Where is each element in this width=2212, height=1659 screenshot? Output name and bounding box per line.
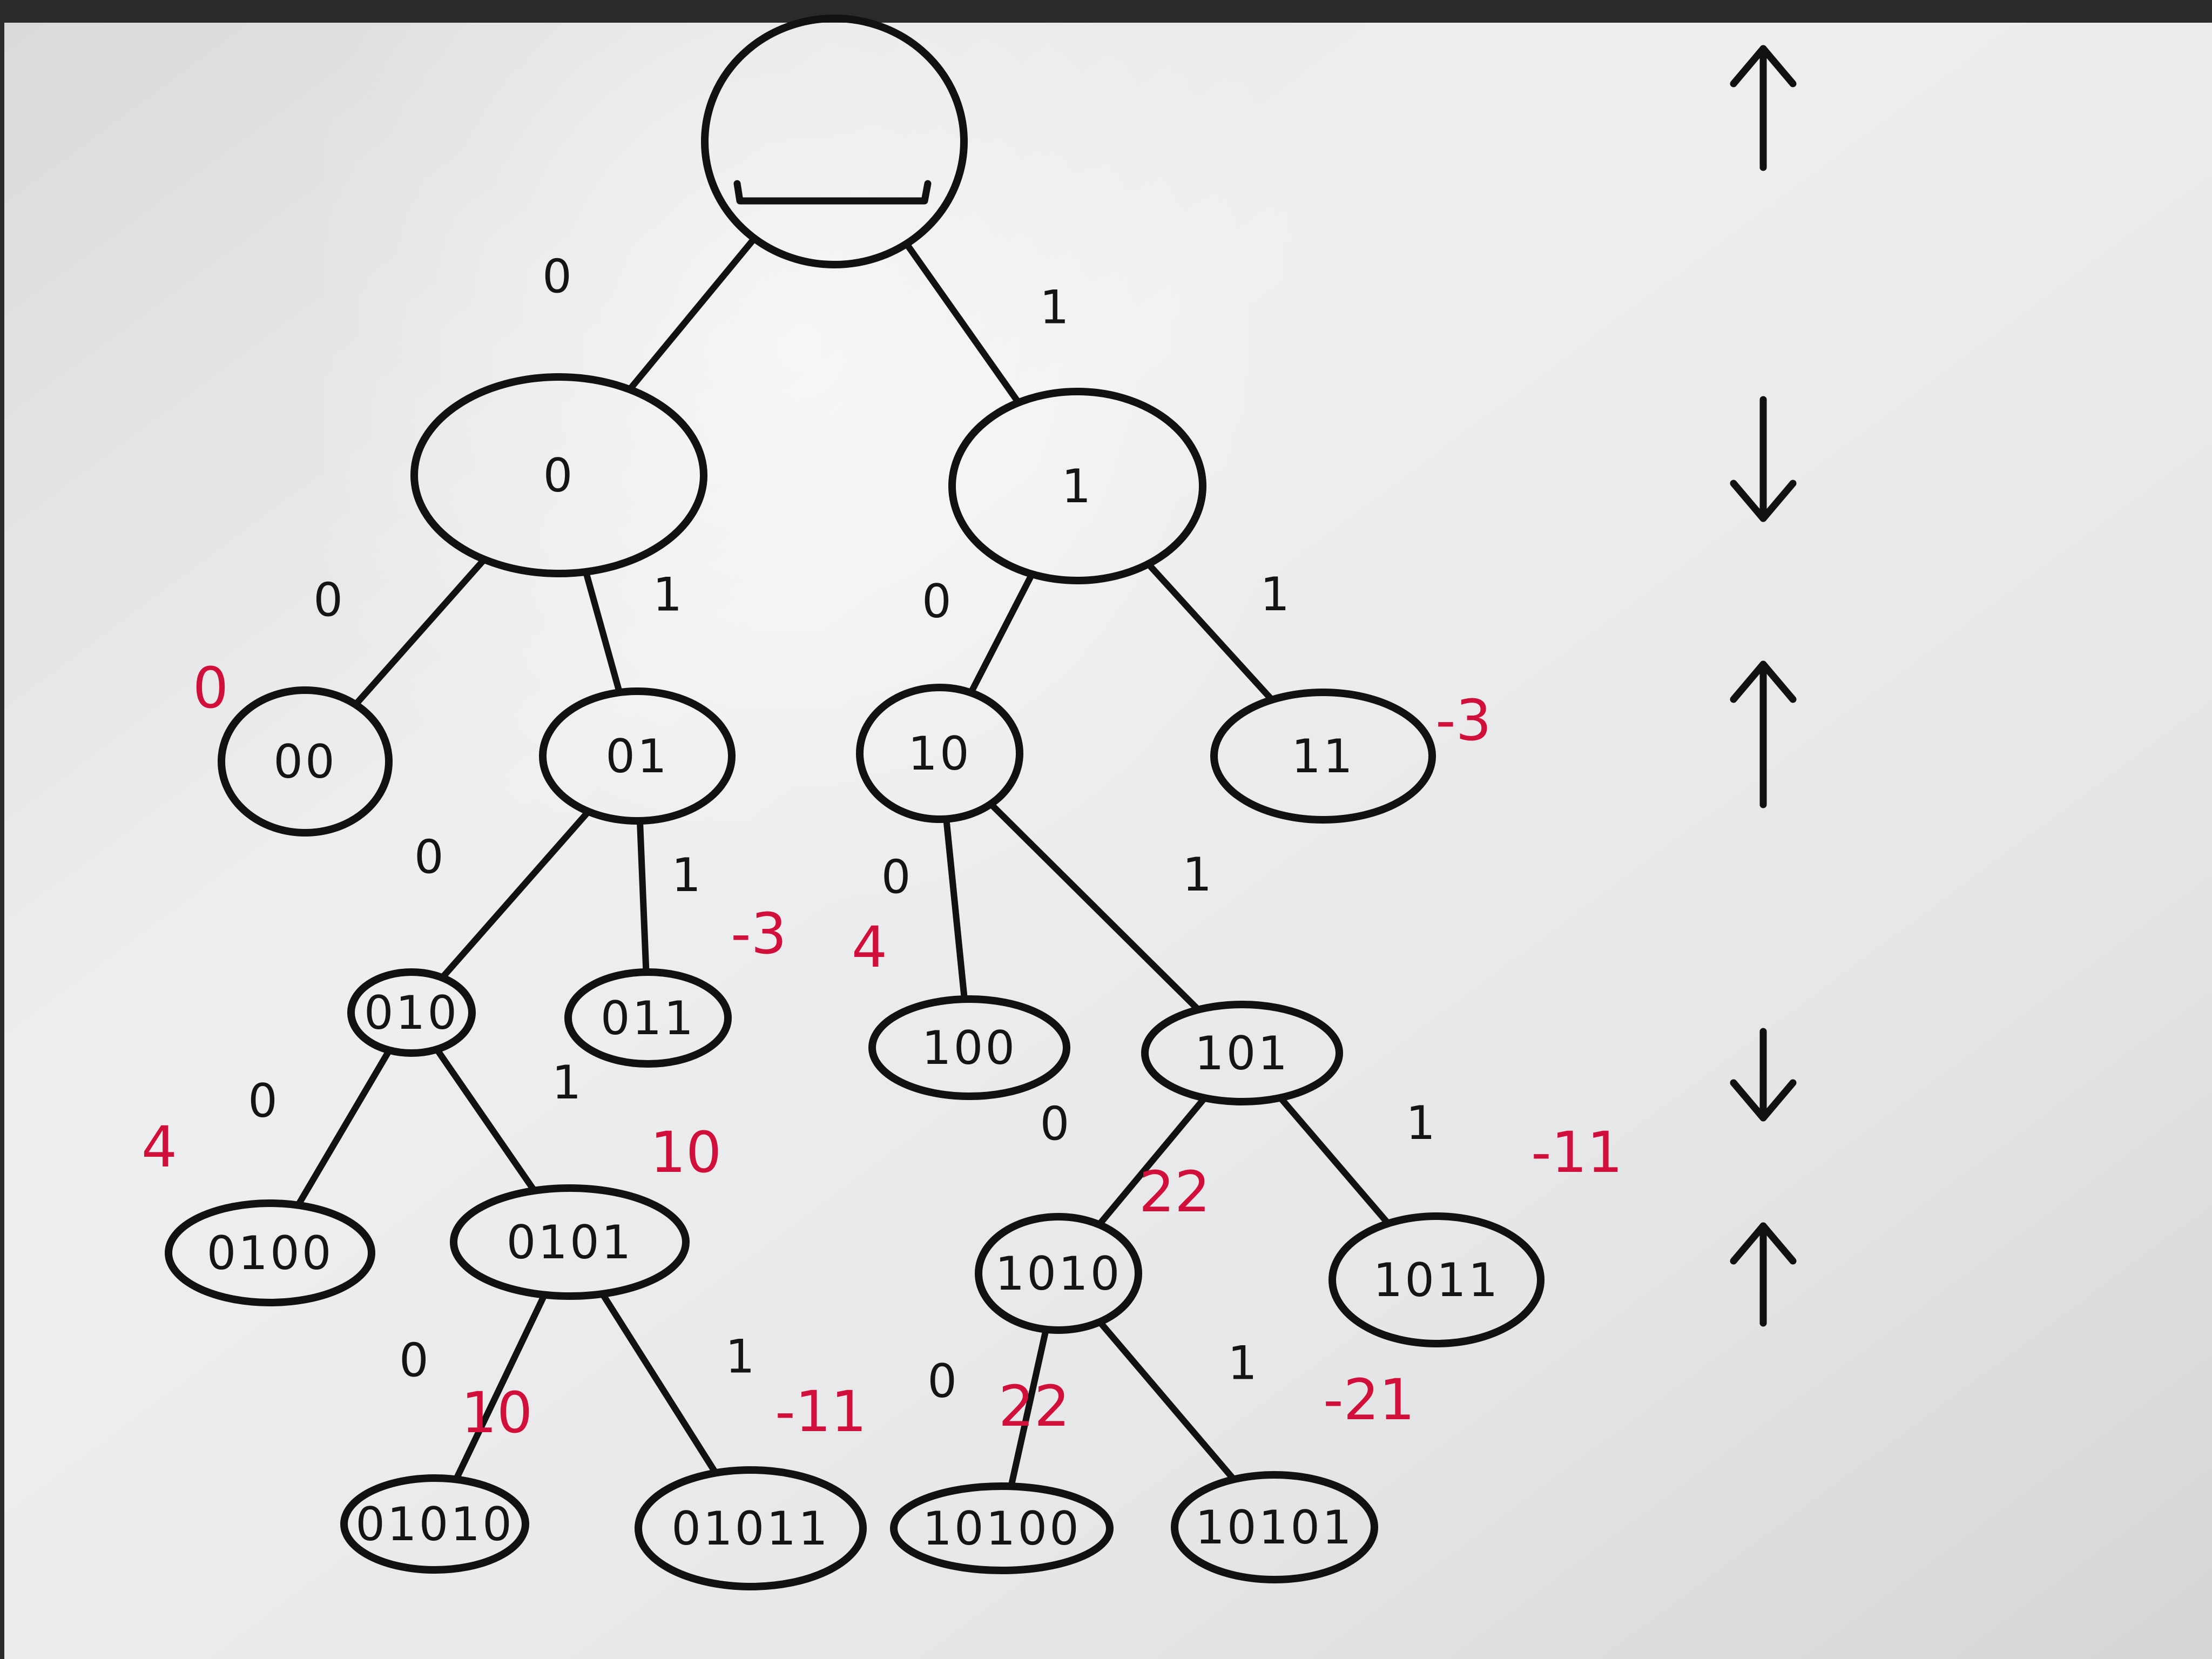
tree-edges (295, 235, 1392, 1490)
edge-label: 1 (1228, 1337, 1257, 1391)
node-label: 01010 (355, 1498, 514, 1552)
node-score-annotation: -3 (731, 901, 787, 967)
edge-label: 0 (922, 575, 952, 629)
edge-label: 0 (399, 1333, 429, 1387)
tree-node (410, 373, 707, 577)
tree-node (975, 1213, 1142, 1334)
tree-edge (943, 815, 968, 1003)
node-score-annotation: 22 (999, 1373, 1070, 1439)
tree-node (450, 1184, 690, 1300)
tree-edge (295, 1047, 393, 1209)
node-score-annotation: -11 (1531, 1120, 1623, 1185)
edge-label: 0 (1040, 1097, 1070, 1151)
tree-edge (987, 800, 1202, 1013)
edge-label: 0 (313, 573, 343, 627)
node-score-annotation: 0 (193, 655, 228, 721)
node-label: 101 (1195, 1027, 1290, 1081)
tree-edge (582, 568, 623, 696)
edge-label: 0 (881, 850, 911, 904)
node-label: 011 (601, 992, 696, 1046)
tree-edge (453, 1291, 548, 1483)
node-label: 010 (364, 986, 459, 1040)
tree-edge (626, 235, 758, 393)
tree-node (539, 687, 736, 825)
tree-edge (433, 1046, 538, 1194)
tree-node (1210, 689, 1436, 824)
node-label: 0 (543, 449, 575, 503)
edge-label: 1 (552, 1056, 582, 1110)
tree-node (340, 1474, 529, 1574)
node-label: 11 (1291, 730, 1354, 784)
node-label: 01011 (671, 1502, 830, 1556)
edge-label: 0 (414, 831, 444, 885)
tree-node (701, 15, 968, 268)
tree-node (868, 995, 1070, 1100)
tree-node (1328, 1212, 1545, 1347)
tree-node (347, 968, 476, 1057)
up-arrow-icon (1730, 45, 1797, 171)
tree-edge (903, 240, 1022, 406)
tree-node (635, 1466, 867, 1590)
node-label: 1 (1062, 460, 1094, 514)
node-label: 10101 (1195, 1501, 1354, 1555)
node-score-annotation: 4 (852, 914, 887, 980)
tree-edge (1008, 1326, 1049, 1490)
edge-label: 0 (248, 1074, 278, 1128)
tree-node (218, 686, 393, 837)
node-label: 1010 (995, 1247, 1122, 1301)
tree-node (1171, 1471, 1378, 1583)
node-label: 100 (922, 1021, 1017, 1075)
edge-label: 1 (671, 848, 701, 902)
tree-node (165, 1199, 375, 1306)
node-score-annotation: 4 (141, 1114, 177, 1180)
tree-node (1141, 1001, 1343, 1105)
up-arrow-icon (1730, 1222, 1797, 1327)
node-label: 0100 (207, 1226, 334, 1280)
node-score-annotation: 10 (650, 1120, 721, 1185)
window-reflection (324, 23, 1512, 1319)
tree-node (890, 1482, 1114, 1574)
tree-edge (636, 817, 650, 976)
down-arrow-icon (1730, 396, 1797, 522)
node-score-annotation: -21 (1323, 1367, 1415, 1433)
node-label: 10 (908, 727, 971, 781)
edge-label: 1 (1260, 568, 1290, 622)
node-label: 0101 (507, 1216, 633, 1270)
tree-edge (439, 808, 592, 981)
node-label: 00 (273, 735, 336, 789)
empty-string-symbol (733, 180, 932, 205)
tree-node (564, 968, 732, 1068)
edge-label: 1 (653, 568, 683, 622)
node-label: 1011 (1373, 1253, 1500, 1307)
tree-edge (1096, 1318, 1237, 1483)
tree-edge (1277, 1094, 1392, 1227)
edge-label: 1 (1182, 848, 1212, 902)
node-score-annotation: 22 (1139, 1159, 1210, 1225)
edge-label: 0 (542, 249, 572, 304)
tree-edge (967, 571, 1035, 696)
edge-label: 1 (1406, 1096, 1435, 1150)
edge-label: 1 (1040, 280, 1069, 334)
up-arrow-icon (1730, 660, 1797, 808)
tree-edge (1096, 1095, 1208, 1228)
tree-edge (599, 1290, 719, 1476)
edge-label: 0 (927, 1354, 957, 1408)
tree-edge (352, 556, 488, 708)
node-score-annotation: -11 (775, 1379, 867, 1445)
node-score-annotation: 10 (461, 1380, 532, 1446)
node-label: 10100 (922, 1502, 1081, 1556)
direction-arrows (1730, 45, 1797, 1327)
tree-node (856, 684, 1023, 823)
tree-node (948, 388, 1206, 584)
tree-edge (1145, 561, 1276, 703)
edge-label: 1 (725, 1330, 755, 1384)
node-score-annotation: -3 (1435, 687, 1492, 753)
node-label: 01 (605, 730, 669, 784)
down-arrow-icon (1730, 1028, 1797, 1122)
